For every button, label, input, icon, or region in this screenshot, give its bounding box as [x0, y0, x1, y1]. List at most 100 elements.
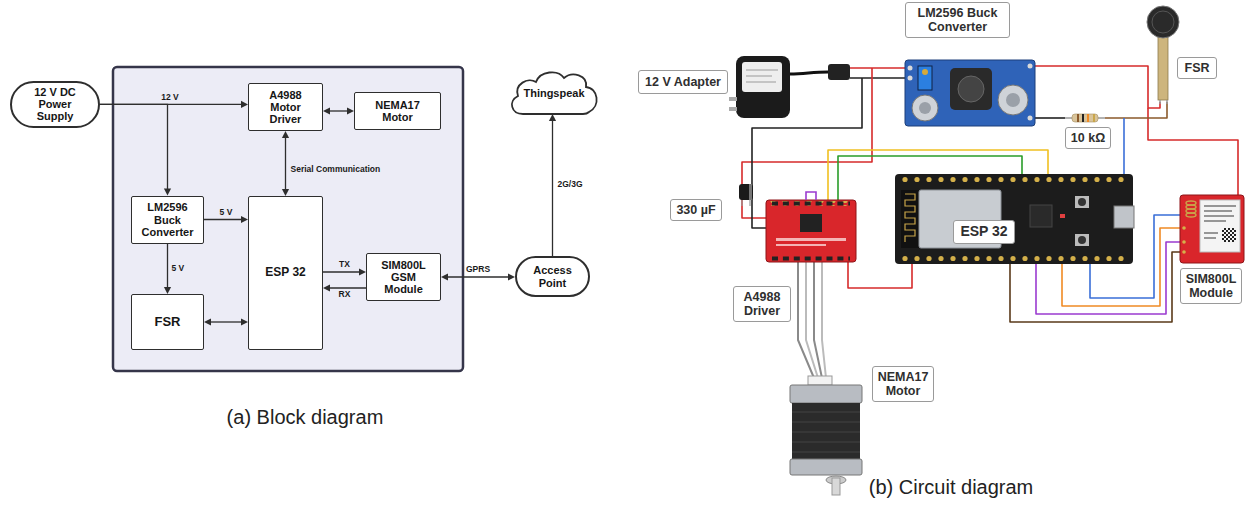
subfigure-caption: (b) Circuit diagram	[869, 476, 1033, 499]
node-text-wrap: SIM800L Module	[1185, 272, 1237, 300]
edge-label: 5 V	[172, 264, 185, 274]
node-label: SIM800L Module	[1185, 272, 1237, 300]
connector-arrow	[282, 131, 289, 196]
gsm-module	[1222, 228, 1236, 242]
power-adapter	[729, 97, 737, 101]
buck-converter-board	[1028, 116, 1033, 121]
edge-label: 5 V	[220, 208, 233, 218]
connector-arrow	[441, 273, 515, 280]
connector-arrow	[549, 114, 556, 256]
wires	[1148, 108, 1238, 196]
capacitor-symbol	[739, 184, 753, 200]
edge-label: GPRS	[466, 265, 490, 275]
buck-converter-board	[905, 60, 1035, 126]
node-label: ESP 32	[958, 224, 1010, 240]
connector-line	[447, 276, 509, 277]
esp32-board	[1078, 198, 1086, 206]
power-adapter	[742, 62, 782, 92]
stepper-motor	[792, 412, 860, 452]
wires	[1035, 66, 1160, 108]
component-tag: 10 kΩ	[1065, 127, 1111, 149]
resistor-symbol	[1077, 114, 1079, 122]
motor-driver-board	[772, 204, 850, 259]
component-tag: LM2596 Buck Converter	[905, 2, 1010, 38]
capacitor-symbol	[749, 184, 752, 200]
block-box: ESP 32	[248, 196, 323, 350]
edge-label: 12 V	[161, 93, 179, 103]
node-text-wrap: 12 V Adapter	[643, 75, 723, 89]
buck-converter-board	[908, 76, 913, 81]
gsm-module	[1180, 195, 1244, 263]
edge-label: Serial Communication	[291, 165, 381, 175]
edge-label: 2G/3G	[558, 180, 583, 190]
wires	[806, 262, 818, 378]
block-box: LM2596 Buck Converter	[131, 196, 204, 244]
buck-converter-board	[908, 66, 913, 71]
buck-converter-board	[950, 68, 992, 110]
esp32-board	[1078, 236, 1086, 244]
connector-line	[329, 287, 366, 288]
power-adapter	[736, 56, 790, 118]
connector-arrow	[204, 318, 248, 325]
terminal-pill: 12 V DC Power Supply	[10, 81, 100, 128]
esp32-board	[1114, 206, 1134, 228]
resistor-symbol	[1082, 114, 1084, 122]
node-label: ESP 32	[255, 266, 316, 279]
motor-driver-board	[766, 200, 856, 262]
stepper-motor	[790, 459, 862, 475]
component-tag: A4988 Driver	[733, 286, 791, 322]
connector-arrow	[323, 107, 354, 114]
motor-driver-board	[800, 214, 822, 232]
component-tag: ESP 32	[953, 220, 1015, 244]
node-label: LM2596 Buck Converter	[910, 6, 1005, 34]
arrow-head	[282, 189, 289, 196]
gsm-module	[1182, 226, 1186, 230]
resistor-symbol	[1072, 114, 1098, 122]
resistor-symbol	[1093, 114, 1095, 122]
connector-line	[285, 137, 286, 190]
node-text-wrap: A4988 Driver	[738, 290, 786, 318]
node-text-wrap: NEMA17 Motor	[877, 370, 929, 398]
arrow-head	[204, 318, 211, 325]
esp32-board	[1030, 205, 1052, 227]
node-label: 12 V Adapter	[643, 75, 723, 89]
connector-arrow	[100, 104, 171, 195]
wires	[1123, 118, 1125, 176]
buck-converter-board	[922, 69, 928, 75]
stepper-motor	[790, 376, 862, 495]
node-label: 10 kΩ	[1070, 131, 1106, 145]
component-tag: 12 V Adapter	[638, 70, 728, 94]
node-label: Thingspeak	[513, 87, 595, 99]
buck-converter-board	[919, 102, 931, 114]
power-adapter	[828, 64, 850, 80]
subfigure-caption: (a) Block diagram	[227, 406, 384, 429]
node-text-wrap: ESP 32	[958, 224, 1010, 240]
buck-converter-board	[958, 76, 984, 102]
terminal-pill: Access Point	[515, 256, 590, 297]
node-text-wrap: FSR	[138, 315, 197, 329]
force-sensor	[1147, 6, 1179, 38]
component-tag: NEMA17 Motor	[872, 366, 934, 402]
connector-line	[552, 120, 553, 256]
node-text-wrap: SIM800L GSM Module	[373, 259, 434, 295]
buck-converter-board	[1028, 64, 1033, 69]
component-tag: FSR	[1177, 57, 1217, 79]
node-text-wrap: 12 V DC Power Supply	[24, 86, 86, 122]
arrow-head	[441, 273, 448, 280]
wires	[1035, 117, 1065, 119]
gsm-module	[1200, 200, 1240, 252]
esp32-board	[901, 190, 919, 248]
arrow-head	[164, 189, 171, 196]
node-text-wrap: FSR	[1182, 61, 1212, 75]
resistor-symbol	[1065, 114, 1105, 122]
gsm-module	[1180, 195, 1244, 263]
esp32-board	[1060, 214, 1065, 218]
block-box: NEMA17 Motor	[354, 92, 441, 130]
stepper-motor	[792, 403, 860, 459]
esp32-board	[895, 174, 1133, 264]
force-sensor	[1160, 100, 1167, 104]
cloud-shape: Thingspeak	[505, 66, 603, 120]
